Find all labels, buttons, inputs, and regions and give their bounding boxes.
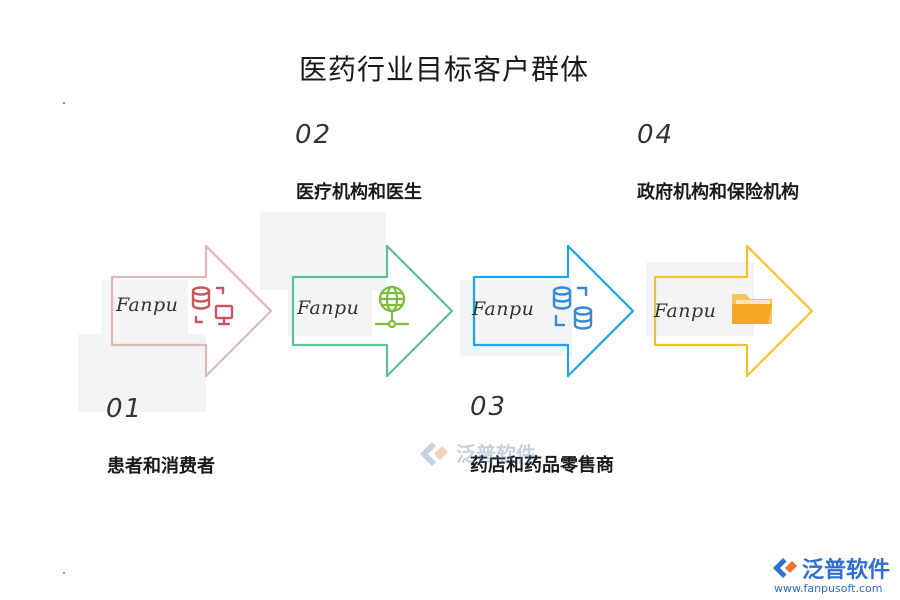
brand-text: Fanpu bbox=[297, 297, 360, 319]
database-computer-icon bbox=[191, 286, 234, 326]
brand-text: Fanpu bbox=[116, 294, 179, 316]
watermark-text: 泛普软件 bbox=[456, 442, 536, 466]
decor-dot bbox=[63, 572, 65, 574]
logo-icon bbox=[773, 558, 797, 578]
arrow-step-04 bbox=[653, 244, 814, 378]
logo-url: www.fanpusoft.com bbox=[774, 582, 883, 595]
shade-block bbox=[288, 288, 372, 336]
step-label-01: 患者和消费者 bbox=[107, 456, 215, 477]
arrow-step-03 bbox=[472, 244, 635, 378]
step-label-02: 医疗机构和医生 bbox=[296, 182, 422, 203]
arrow-step-02 bbox=[291, 244, 454, 378]
watermark: 泛普软件 bbox=[416, 438, 536, 474]
database-sync-icon bbox=[552, 286, 593, 330]
globe-network-icon bbox=[374, 285, 410, 329]
logo-name: 泛普软件 bbox=[802, 558, 891, 583]
brand-text: Fanpu bbox=[654, 300, 717, 322]
step-number-03: 03 bbox=[470, 392, 508, 422]
step-number-04: 04 bbox=[637, 120, 675, 150]
step-label-04: 政府机构和保险机构 bbox=[637, 182, 799, 203]
folder-icon bbox=[732, 294, 772, 324]
brand-text: Fanpu bbox=[472, 298, 535, 320]
watermark-logo-icon bbox=[420, 442, 448, 466]
step-label-03: 药店和药品零售商 bbox=[470, 455, 614, 476]
arrow-step-01 bbox=[110, 244, 273, 378]
shade-block bbox=[102, 280, 188, 336]
step-number-02: 02 bbox=[295, 120, 333, 150]
decor-dot bbox=[63, 102, 65, 104]
page-title: 医药行业目标客户群体 bbox=[298, 53, 589, 86]
step-number-01: 01 bbox=[106, 394, 144, 424]
shade-block bbox=[78, 334, 206, 412]
